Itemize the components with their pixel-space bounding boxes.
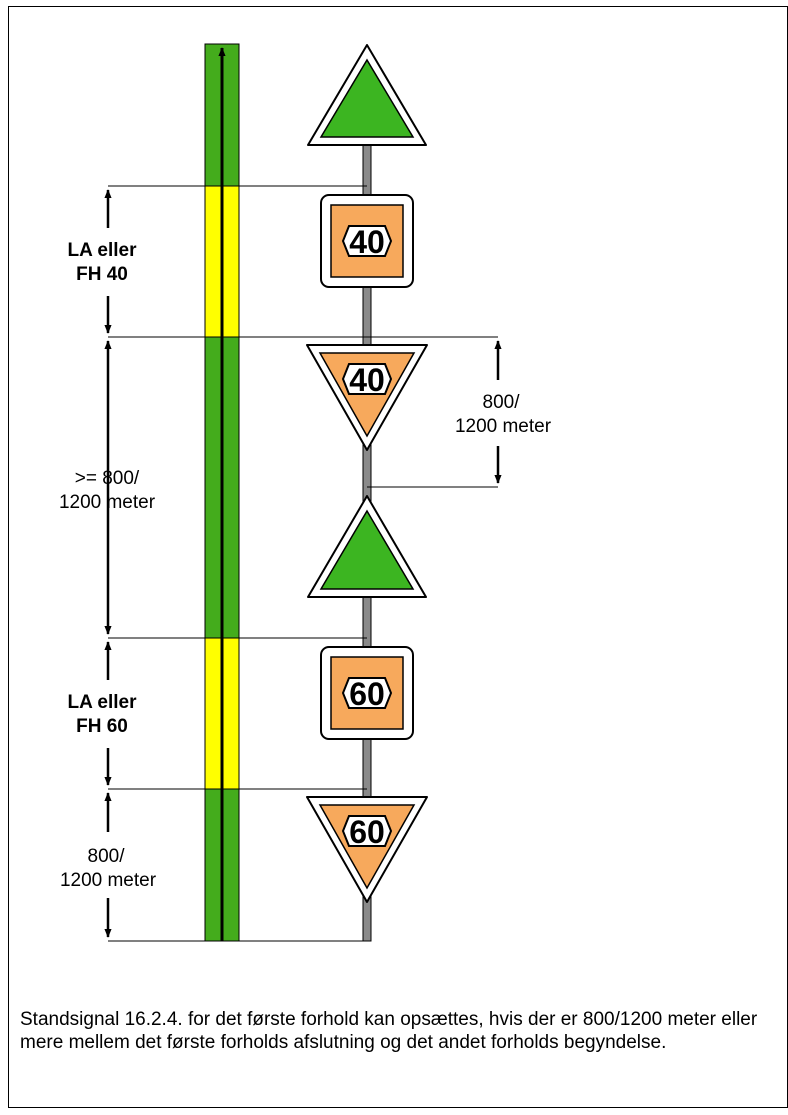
signal-diagram: 40 40 60 60 LA eller FH 40 800/ 1200 met… [59, 43, 552, 942]
inverted-triangle-sign-60: 60 [306, 796, 428, 903]
inverted-triangle-sign-40: 40 [306, 344, 428, 451]
label-la-fh-60-line2: FH 60 [76, 716, 128, 737]
track [204, 43, 240, 942]
label-bottom-distance-line1: 800/ [88, 846, 126, 867]
label-min-distance-line2: 1200 meter [59, 492, 156, 513]
label-la-fh-40-line2: FH 40 [76, 264, 128, 285]
green-triangle-sign [307, 44, 427, 146]
speed-square-sign-60: 60 [320, 646, 414, 740]
dimension-arrows [104, 189, 502, 938]
label-la-fh-60-line1: LA eller [68, 692, 138, 713]
label-right-distance-line1: 800/ [483, 392, 521, 413]
label-bottom-distance-line2: 1200 meter [60, 870, 157, 891]
reference-lines [108, 185, 498, 942]
figure-caption: Standsignal 16.2.4. for det første forho… [20, 1009, 758, 1053]
label-right-distance-line2: 1200 meter [455, 416, 552, 437]
label-la-fh-40-line1: LA eller [68, 240, 138, 261]
speed-value: 60 [349, 676, 385, 712]
speed-value: 40 [349, 224, 385, 260]
green-triangle-sign [307, 495, 427, 598]
speed-square-sign-40: 40 [320, 194, 414, 288]
label-min-distance-line1: >= 800/ [75, 468, 140, 489]
speed-value: 60 [349, 814, 385, 850]
speed-value: 40 [349, 362, 385, 398]
